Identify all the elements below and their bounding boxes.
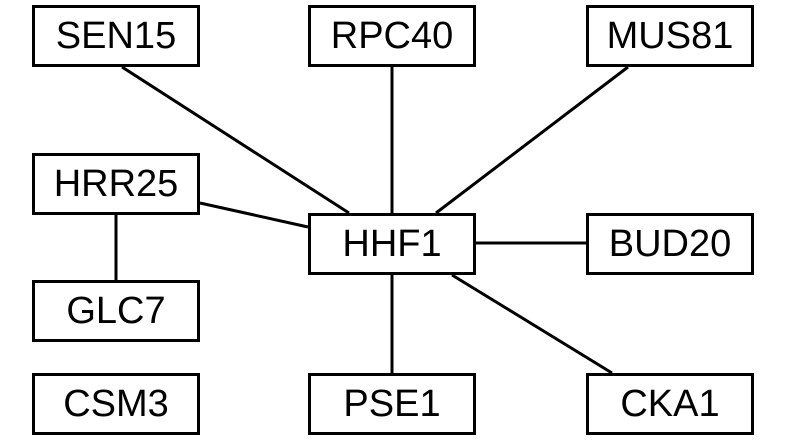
node-pse1: PSE1	[308, 373, 476, 435]
node-hhf1: HHF1	[308, 213, 476, 275]
node-sen15: SEN15	[32, 5, 200, 67]
edge-hhf1-cka1	[451, 273, 613, 375]
node-bud20: BUD20	[586, 213, 754, 275]
edge-hhf1-sen15	[121, 65, 350, 215]
node-mus81: MUS81	[586, 5, 754, 67]
node-hrr25: HRR25	[32, 153, 200, 215]
edge-hhf1-hrr25	[199, 201, 309, 229]
edge-layer	[114, 65, 629, 375]
node-glc7: GLC7	[32, 280, 200, 342]
node-cka1: CKA1	[586, 373, 754, 435]
node-csm3: CSM3	[32, 373, 200, 435]
node-rpc40: RPC40	[308, 5, 476, 67]
edge-hhf1-mus81	[435, 65, 629, 215]
